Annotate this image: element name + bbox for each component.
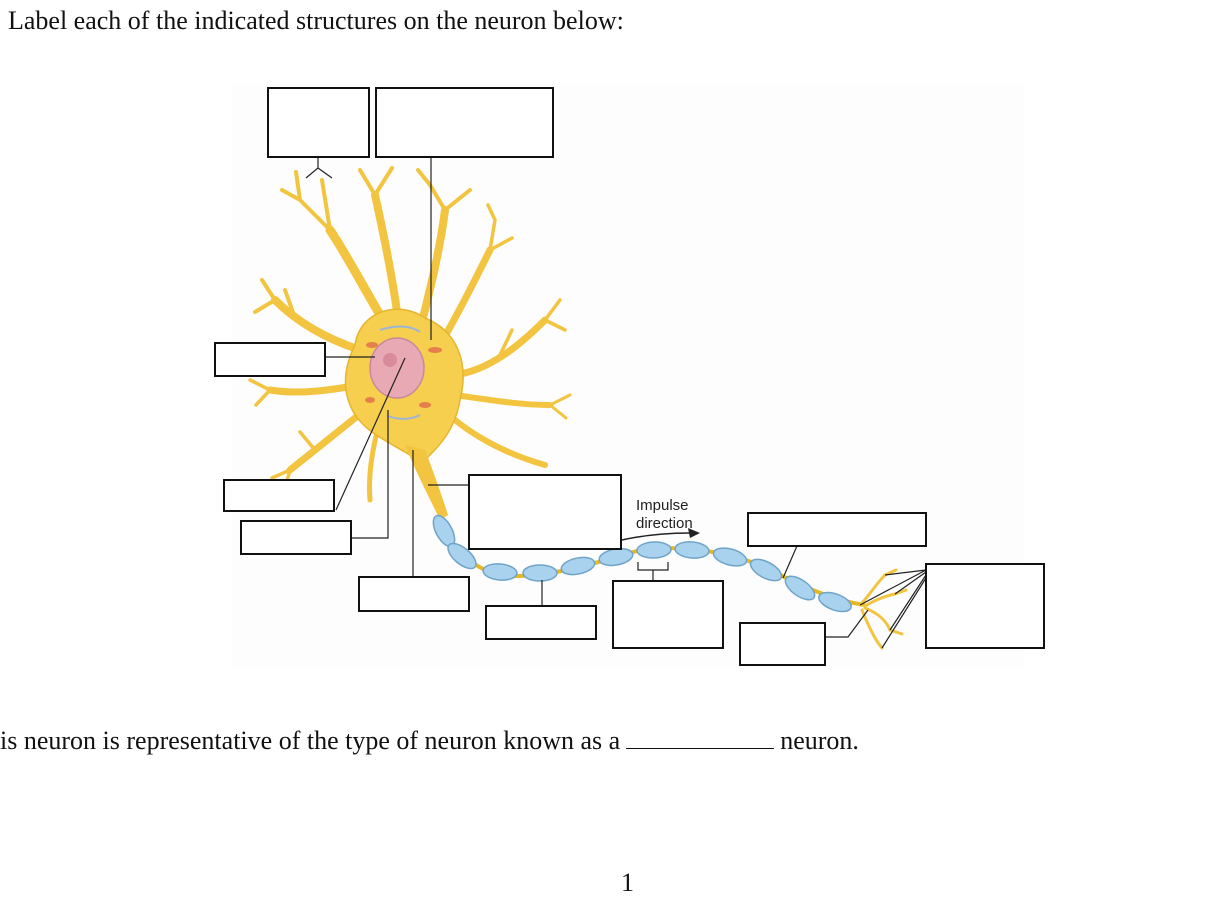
nucleus bbox=[369, 337, 425, 399]
dendrite bbox=[416, 168, 472, 212]
dendrite bbox=[358, 166, 394, 197]
dendrite bbox=[451, 316, 549, 379]
myelin-segment bbox=[674, 541, 710, 559]
myelin-segment bbox=[482, 563, 518, 581]
myelin-segment bbox=[749, 558, 783, 582]
label-box[interactable] bbox=[468, 474, 622, 550]
label-box[interactable] bbox=[214, 342, 326, 377]
myelin-segment bbox=[522, 564, 558, 582]
page-number: 1 bbox=[621, 868, 634, 897]
myelin-segment bbox=[560, 556, 596, 576]
organelles bbox=[365, 325, 442, 420]
neuron-illustration bbox=[248, 166, 908, 650]
axon-terminals bbox=[858, 568, 908, 650]
answer-blank[interactable] bbox=[626, 724, 775, 749]
question-text-before: is neuron is representative of the type … bbox=[0, 726, 621, 755]
dendrite bbox=[498, 298, 567, 357]
myelin-segment bbox=[818, 591, 852, 613]
impulse-arrowhead bbox=[688, 528, 700, 538]
leader-line bbox=[352, 410, 389, 539]
myelin-sheath bbox=[432, 514, 852, 613]
label-box[interactable] bbox=[612, 580, 724, 649]
label-box[interactable] bbox=[747, 512, 927, 547]
question-text: is neuron is representative of the type … bbox=[0, 724, 859, 756]
label-box[interactable] bbox=[223, 479, 335, 512]
leader-lines bbox=[305, 157, 927, 649]
myelin-segment bbox=[447, 542, 477, 570]
dendrite bbox=[248, 378, 272, 407]
label-box[interactable] bbox=[358, 576, 470, 612]
question-text-after: neuron. bbox=[780, 726, 859, 755]
leader-line bbox=[305, 157, 333, 179]
impulse-label: direction bbox=[636, 515, 693, 532]
label-box[interactable] bbox=[240, 520, 352, 555]
label-box[interactable] bbox=[739, 622, 826, 666]
dendrite bbox=[271, 296, 364, 354]
myelin-segment bbox=[636, 541, 672, 559]
axon-hillock bbox=[405, 445, 448, 520]
label-box[interactable] bbox=[485, 605, 597, 640]
dendrite bbox=[486, 203, 514, 252]
label-box[interactable] bbox=[375, 87, 554, 158]
leader-line bbox=[859, 569, 927, 649]
myelin-segment bbox=[712, 547, 748, 567]
instruction-text: Label each of the indicated structures o… bbox=[8, 6, 624, 35]
label-box[interactable] bbox=[925, 563, 1045, 649]
dendrite bbox=[548, 393, 572, 420]
label-box[interactable] bbox=[267, 87, 370, 158]
leader-line bbox=[637, 562, 669, 580]
impulse-arrow bbox=[621, 532, 691, 541]
dendrite bbox=[452, 417, 548, 468]
leader-line bbox=[782, 545, 798, 579]
dendrite bbox=[452, 392, 553, 408]
dendrite bbox=[280, 170, 332, 232]
leader-line bbox=[826, 609, 869, 638]
leader-line bbox=[335, 357, 406, 511]
myelin-segment bbox=[784, 575, 816, 601]
impulse-label: Impulse bbox=[636, 497, 689, 514]
nucleolus bbox=[383, 353, 397, 367]
dendrite bbox=[253, 278, 297, 320]
